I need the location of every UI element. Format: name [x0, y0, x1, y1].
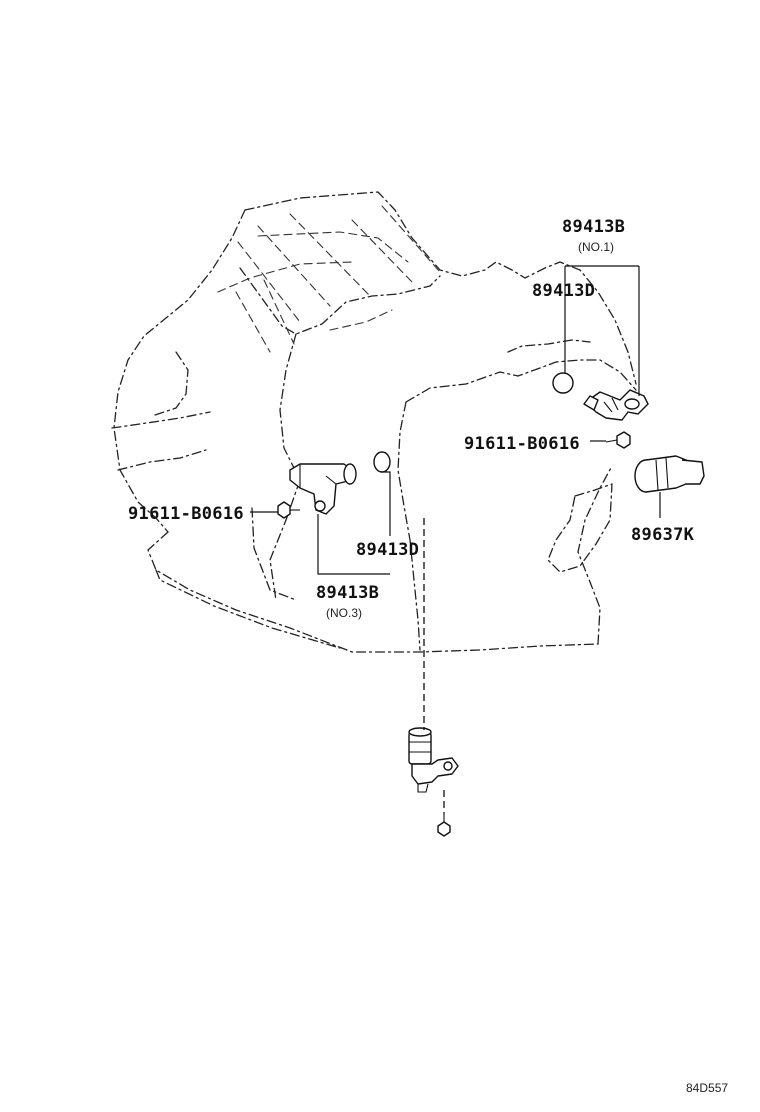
- oring-upper-icon: [552, 372, 574, 394]
- label-oring-upper: 89413D: [532, 281, 595, 301]
- illustration-code: 84D557: [686, 1081, 728, 1095]
- leader-lines: [250, 265, 661, 814]
- bolt-left-icon: [277, 501, 300, 519]
- label-bolt-upper: 91611-B0616: [464, 434, 580, 454]
- note-speed-sensor-no3: (NO.3): [326, 606, 362, 620]
- housing-ribs: [217, 205, 441, 353]
- bottom-sensor-icon: [408, 727, 459, 793]
- oring-lower-icon: [373, 451, 391, 473]
- speed-sensor-no3-icon: [289, 463, 357, 515]
- label-oring-lower: 89413D: [356, 540, 419, 560]
- speed-sensor-no1-icon: [583, 389, 649, 421]
- bolt-upper-icon: [605, 431, 631, 449]
- bolt-bottom-icon: [437, 814, 451, 837]
- transmission-housing-outline: [111, 191, 637, 653]
- note-speed-sensor-no1: (NO.1): [578, 240, 614, 254]
- label-pressure-switch: 89637K: [631, 525, 695, 545]
- pressure-switch-icon: [634, 455, 705, 493]
- part-labels: 89413B (NO.1) 89413D 91611-B0616 89637K …: [128, 217, 728, 1095]
- label-speed-sensor-no1: 89413B: [562, 217, 625, 237]
- label-bolt-left: 91611-B0616: [128, 504, 244, 524]
- label-speed-sensor-no3: 89413B: [316, 583, 379, 603]
